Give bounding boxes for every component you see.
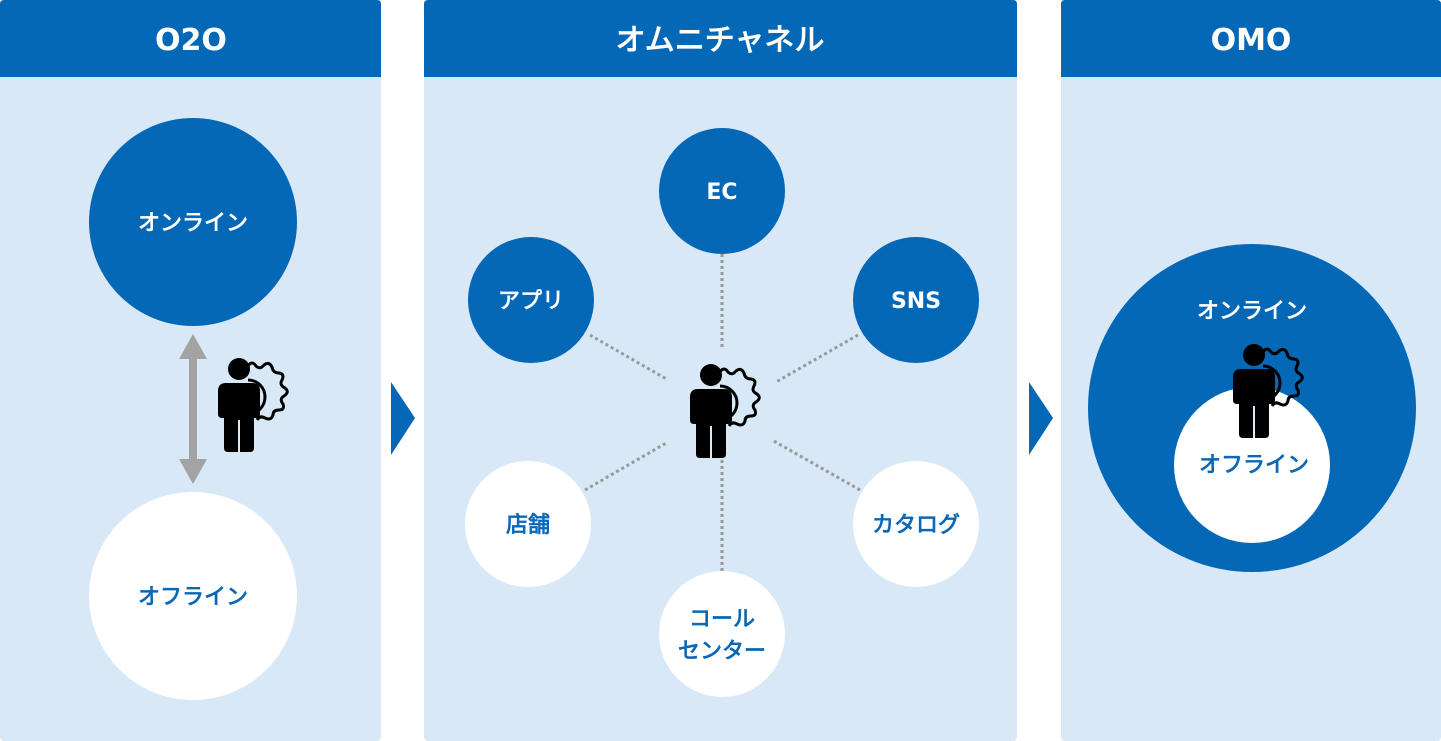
offline-label: オフライン (1199, 453, 1309, 478)
sns-circle (853, 237, 979, 363)
call-center-label-2: センター (678, 639, 766, 664)
call-center-label-1: コール (689, 607, 755, 632)
offline-circle (1174, 387, 1330, 543)
offline-circle (89, 492, 297, 700)
sns-label: SNS (891, 289, 941, 314)
double-arrow-icon (179, 334, 207, 484)
catalog-circle (853, 461, 979, 587)
panel-title: O2O (155, 23, 227, 58)
connector-line (584, 440, 669, 492)
ec-circle (659, 128, 785, 254)
panel-omo: OMO オンライン オフライン (1061, 0, 1441, 741)
offline-label: オフライン (138, 585, 248, 610)
ec-label: EC (706, 180, 737, 205)
store-circle (465, 461, 591, 587)
panel-title: OMO (1211, 23, 1292, 58)
app-label: アプリ (498, 289, 564, 314)
online-label: オンライン (1197, 299, 1307, 324)
chevron-right-icon (1029, 382, 1053, 455)
chevron-right-icon (391, 382, 415, 455)
online-circle (89, 118, 297, 326)
connector-line (771, 438, 861, 492)
call-center-circle (659, 571, 785, 697)
panel-title: オムニチャネル (616, 23, 825, 58)
online-label: オンライン (138, 211, 248, 236)
panel-header (0, 0, 381, 77)
store-label: 店舗 (506, 512, 550, 538)
catalog-label: カタログ (872, 512, 960, 538)
panel-o2o: O2O オンライン オフライン (0, 0, 381, 741)
connector-line (775, 333, 859, 384)
panel-omnichannel: オムニチャネル EC アプリ SNS 店舗 カタログ コール センター (424, 0, 1017, 741)
app-circle (468, 237, 594, 363)
